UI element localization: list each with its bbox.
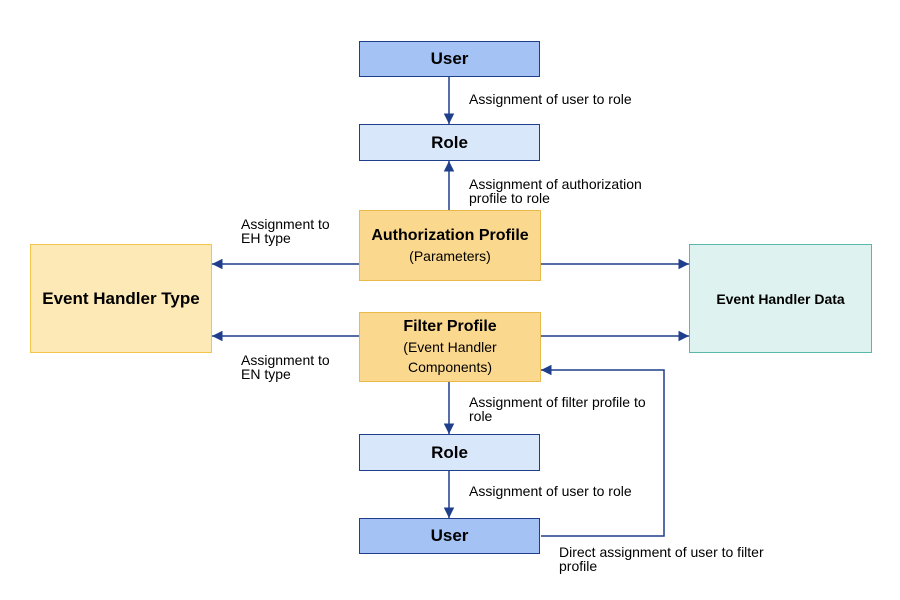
authorization-profile-title: Authorization Profile <box>371 226 529 244</box>
label-assign-user-role-bottom: Assignment of user to role <box>469 483 632 499</box>
label-assign-filter-profile-role: Assignment of filter profile to role <box>469 394 646 424</box>
authorization-profile-subtitle: (Parameters) <box>409 247 491 264</box>
filter-profile-title: Filter Profile <box>403 318 497 335</box>
user-box-bottom: User <box>359 518 540 554</box>
filter-profile-subtitle: (Event Handler Components) <box>403 339 497 375</box>
event-handler-data-box: Event Handler Data <box>689 244 872 353</box>
filter-profile-box: Filter Profile (Event Handler Components… <box>359 312 541 382</box>
label-assign-en-type: Assignment to EN type <box>241 352 330 382</box>
role-box-top-label: Role <box>431 132 468 152</box>
label-assign-auth-profile-role: Assignment of authorization profile to r… <box>469 176 642 206</box>
event-handler-data-label: Event Handler Data <box>716 290 845 307</box>
label-assign-user-role-top: Assignment of user to role <box>469 91 632 107</box>
user-box-top-label: User <box>430 49 469 68</box>
authorization-profile-box: Authorization Profile (Parameters) <box>359 210 541 281</box>
role-box-bottom-label: Role <box>431 442 468 462</box>
arrow-user-bottom-to-filter-profile <box>541 364 665 537</box>
label-assign-eh-type: Assignment to EH type <box>241 216 330 246</box>
role-box-bottom: Role <box>359 434 540 471</box>
event-handler-type-label: Event Handler Type <box>42 288 200 308</box>
user-box-bottom-label: User <box>430 526 469 545</box>
user-box-top: User <box>359 41 540 77</box>
label-direct-assign-user-filter: Direct assignment of user to filter prof… <box>559 544 764 574</box>
role-box-top: Role <box>359 124 540 161</box>
event-handler-type-box: Event Handler Type <box>30 244 212 353</box>
